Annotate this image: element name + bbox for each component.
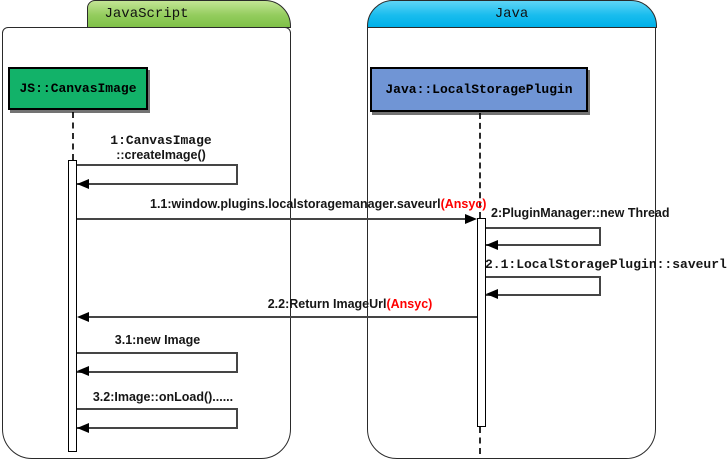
- message-1-label: 1:CanvasImage ::createImage(): [80, 133, 242, 163]
- message-1-1-text: 1.1:window.plugins.localstoragemanager.s…: [150, 197, 441, 211]
- lifeline-java: [479, 113, 481, 218]
- object-box-canvasimage: JS::CanvasImage: [8, 67, 148, 110]
- activation-bar-javascript: [68, 160, 77, 452]
- activation-bar-java: [477, 218, 486, 427]
- message-2-2-arrowhead-icon: [77, 312, 89, 322]
- message-2-arrowhead-icon: [486, 240, 498, 250]
- message-2-2-arrow-line: [87, 316, 477, 318]
- message-3-1-loop: [77, 352, 238, 373]
- message-2-2-text: 2.2:Return ImageUrl: [267, 297, 387, 311]
- message-3-2-label: 3.2:Image::onLoad()......: [92, 390, 234, 404]
- frame-tab-java: [367, 0, 657, 28]
- message-2-1-label: 2.1:LocalStoragePlugin::saveurl: [485, 257, 727, 272]
- message-2-1-arrowhead-icon: [486, 289, 498, 299]
- message-2-label: 2:PluginManager::new Thread: [491, 206, 670, 220]
- lifeline-java-tail: [479, 427, 481, 454]
- frame-tab-javascript: [87, 0, 291, 28]
- message-1-1-label: 1.1:window.plugins.localstoragemanager.s…: [150, 197, 486, 211]
- message-1-line2: ::createImage(): [116, 148, 206, 162]
- message-1-loop: [77, 164, 238, 185]
- message-3-1-arrowhead-icon: [77, 366, 89, 376]
- message-1-arrowhead-icon: [77, 179, 89, 189]
- object-box-localstorageplugin: Java::LocalStoragePlugin: [370, 67, 588, 112]
- message-1-1-arrow-line: [77, 218, 467, 220]
- message-2-1-loop: [486, 276, 601, 296]
- message-1-1-async-note: (Ansyc): [440, 197, 487, 211]
- message-2-2-async-note: (Ansyc): [386, 297, 433, 311]
- message-2-loop: [486, 227, 601, 246]
- lifeline-javascript: [72, 112, 74, 160]
- message-2-2-label: 2.2:Return ImageUrl(Ansyc): [220, 297, 480, 311]
- message-3-2-loop: [77, 408, 238, 429]
- message-1-1-arrowhead-icon: [465, 214, 477, 224]
- frame-title-javascript: JavaScript: [104, 6, 189, 22]
- message-3-1-label: 3.1:new Image: [114, 333, 201, 347]
- message-3-2-arrowhead-icon: [77, 423, 89, 433]
- message-1-line1: 1:CanvasImage: [110, 133, 212, 148]
- frame-title-java: Java: [494, 6, 529, 22]
